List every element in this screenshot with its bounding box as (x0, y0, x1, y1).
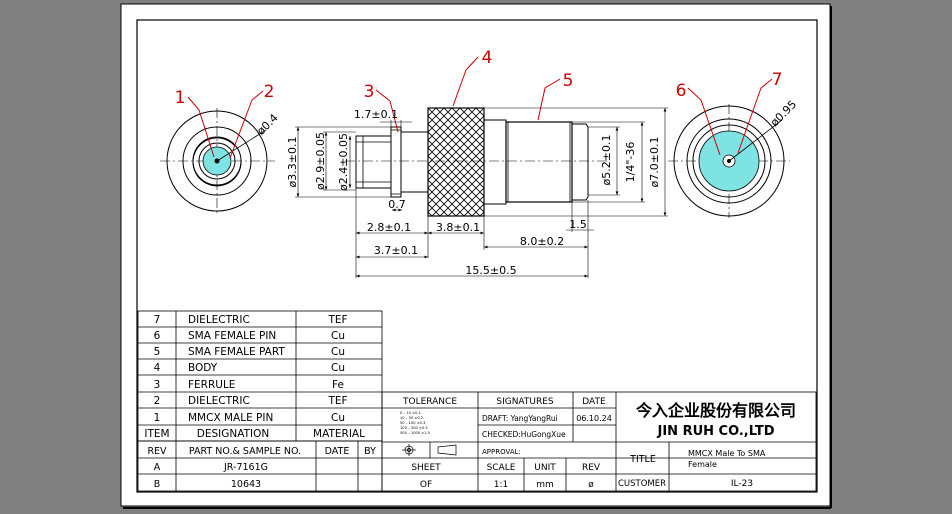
projection-symbol-icon (402, 444, 457, 456)
bom-designation: SMA FEMALE PIN (188, 330, 276, 342)
bom-item: 5 (154, 346, 161, 358)
dimension-lines (295, 107, 668, 278)
bom-material: TEF (327, 395, 347, 407)
bom-header-material: MATERIAL (313, 428, 365, 440)
rev-header-date: DATE (325, 446, 350, 457)
company-name-cn: 今入企业股份有限公司 (635, 401, 796, 420)
bom-designation: DIELECTRIC (188, 314, 250, 326)
dim-neck-diameter: ø2.9±0.05 (314, 132, 327, 190)
callout-3: 3 (364, 82, 375, 102)
rev-row-b-part: 10643 (231, 479, 261, 490)
rev-header-rev: REV (147, 446, 167, 457)
date-header: DATE (582, 397, 606, 407)
dim-body-length: 3.8±0.1 (436, 221, 480, 234)
approval-signature: APPROVAL: (482, 448, 521, 456)
bom-material: Fe (332, 379, 344, 391)
checked-signature: CHECKED:HuGongXue (482, 430, 566, 439)
draft-signature: DRAFT: YangYangRui (482, 414, 558, 423)
callout-4: 4 (482, 48, 493, 68)
dim-body-diameter: ø7.0±0.1 (648, 137, 661, 188)
drawing-sheet (120, 3, 831, 507)
callout-6: 6 (676, 81, 687, 101)
dim-mmcx-length: 3.7±0.1 (374, 244, 418, 257)
bom-item: 2 (154, 395, 161, 407)
bom-header-designation: DESIGNATION (197, 428, 269, 440)
dim-ferrule-diameter: ø3.3±0.1 (286, 137, 299, 188)
rev-label: REV (582, 463, 601, 473)
bom-table-grid (137, 310, 383, 492)
rev-value: ø (588, 480, 594, 490)
rev-row-a: A (154, 462, 161, 473)
dim-tip-length: 2.8±0.1 (367, 221, 411, 234)
dim-ferrule-offset: 0.7 (388, 198, 406, 211)
draft-date: 06.10.24 (576, 414, 612, 423)
bom-material: Cu (331, 412, 345, 424)
unit-value: mm (536, 480, 554, 490)
scale-label: SCALE (487, 463, 516, 473)
bom-material: TEF (327, 314, 347, 326)
bom-designation: BODY (188, 362, 218, 374)
tolerance-line: 100 – 500 ±0.5 (400, 426, 428, 430)
bom-item: 7 (154, 314, 161, 326)
callout-1: 1 (175, 88, 186, 108)
sma-end-view (668, 104, 790, 218)
tolerance-line: 500 – 1000 ±1.0 (400, 431, 431, 435)
company-name-en: JIN RUH CO.,LTD (656, 424, 774, 439)
title-value-line1: MMCX Male To SMA (688, 449, 766, 458)
title-block: TOLERANCE 0 – 10 ±0.1 10 – 50 ±0.2 50 – … (400, 397, 796, 490)
bom-item: 6 (154, 330, 161, 342)
bom-item: 3 (154, 379, 161, 391)
title-label: TITLE (629, 454, 656, 465)
rev-row-a-part: JR-7161G (223, 462, 268, 473)
sheet-label: SHEET (411, 463, 441, 473)
callout-leaders (187, 56, 773, 159)
callout-2: 2 (264, 82, 275, 102)
dim-sma-length: 8.0±0.2 (520, 235, 564, 248)
bom-designation: SMA FEMALE PART (188, 346, 285, 358)
rev-row-b: B (154, 479, 161, 490)
bom-material: Cu (331, 346, 345, 358)
tolerance-table: 0 – 10 ±0.1 10 – 50 ±0.2 50 – 100 ±0.3 1… (400, 411, 431, 435)
dim-sma-end-length: 1.5 (569, 218, 587, 231)
drawing-frame (136, 19, 818, 493)
title-block-grid (381, 391, 817, 492)
bom-designation: DIELECTRIC (188, 395, 250, 407)
tolerance-line: 10 – 50 ±0.2 (400, 416, 423, 420)
tolerance-title: TOLERANCE (402, 397, 457, 407)
title-value-line2: Female (688, 460, 717, 469)
dim-tip-diameter: ø2.4±0.05 (337, 133, 350, 191)
bom-item: 4 (154, 362, 161, 374)
mmcx-end-view (160, 108, 275, 214)
tolerance-line: 50 – 100 ±0.3 (400, 421, 425, 425)
connector-side-view (345, 107, 608, 217)
rev-header-by: BY (364, 446, 376, 457)
scale-value: 1:1 (494, 480, 508, 490)
rev-header-part: PART NO.& SAMPLE NO. (189, 446, 301, 457)
dim-sma-diameter: ø5.2±0.1 (600, 135, 613, 186)
sheet-value: OF (420, 480, 432, 490)
bom-header-item: ITEM (144, 428, 169, 440)
callout-5: 5 (563, 71, 574, 91)
dim-thread: 1/4"-36 (624, 142, 637, 183)
customer-value: IL-23 (731, 479, 753, 489)
bom-designation: FERRULE (188, 379, 235, 391)
tolerance-line: 0 – 10 ±0.1 (400, 411, 421, 415)
bom-material: Cu (331, 362, 345, 374)
bom-item: 1 (154, 412, 161, 424)
bom-material: Cu (331, 330, 345, 342)
signatures-title: SIGNATURES (496, 397, 554, 407)
dim-overall-length: 15.5±0.5 (465, 264, 516, 277)
revision-table: REV PART NO.& SAMPLE NO. DATE BY A JR-71… (147, 446, 376, 490)
customer-label: CUSTOMER (618, 479, 666, 489)
callout-7: 7 (772, 70, 783, 90)
unit-label: UNIT (534, 463, 556, 473)
dim-ferrule-length: 1.7±0.1 (354, 108, 398, 121)
bom-designation: MMCX MALE PIN (188, 412, 273, 424)
bom-table: 7 DIELECTRIC TEF 6 SMA FEMALE PIN Cu 5 S… (144, 314, 365, 440)
